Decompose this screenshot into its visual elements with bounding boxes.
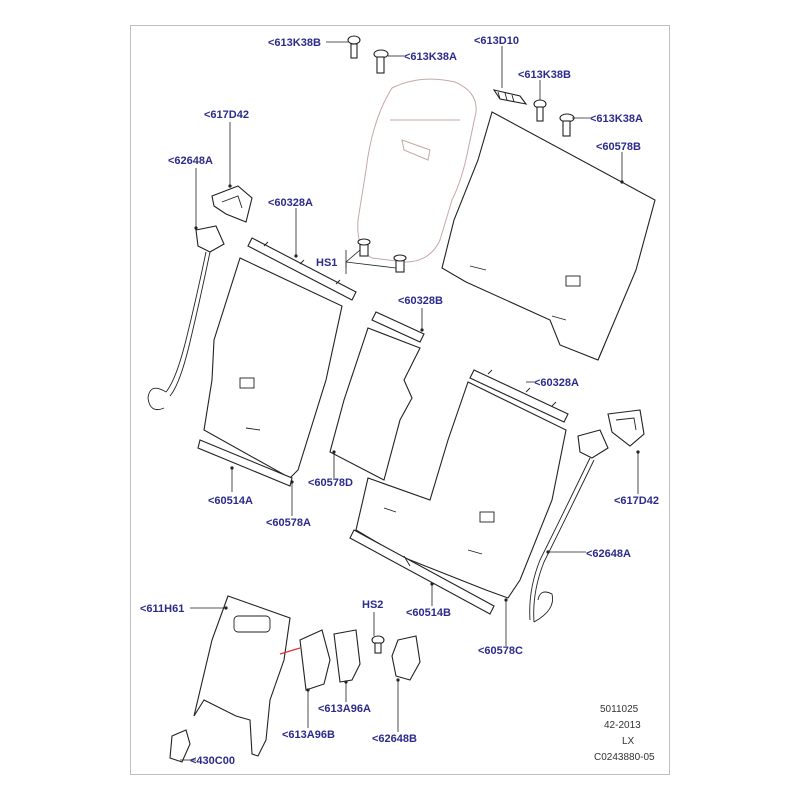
- label-60578C: <60578C: [478, 645, 523, 657]
- ref-number: 5011025: [600, 704, 639, 715]
- latch-cable-62648A-right: [529, 429, 609, 623]
- reference-block: 5011025 42-2013 LX C0243880-05: [594, 704, 655, 763]
- label-62648A-right: <62648A: [586, 548, 631, 560]
- label-613K38A-right: <613K38A: [590, 113, 643, 125]
- label-613K38B-right: <613K38B: [518, 69, 571, 81]
- trim-611H61: [193, 595, 291, 757]
- ref-code: C0243880-05: [594, 752, 655, 763]
- ref-date: 42-2013: [604, 720, 641, 731]
- label-60514B: <60514B: [406, 607, 451, 619]
- label-613D10: <613D10: [474, 35, 519, 47]
- label-613K38B-top: <613K38B: [268, 37, 321, 49]
- label-HS1: HS1: [316, 257, 337, 269]
- part-labels: <613K38B <613K38A <613D10 <613K38B <613K…: [140, 35, 659, 767]
- hs2-bolt: [371, 635, 385, 654]
- cover-613A96A: [333, 629, 361, 683]
- label-62648B: <62648B: [372, 733, 417, 745]
- trim-60514B: [349, 529, 495, 615]
- leader-lines: [180, 41, 640, 761]
- bolt-613K38A-2: [559, 113, 575, 137]
- bracket-617D42-left: [211, 185, 253, 223]
- label-60328A-upper: <60328A: [268, 197, 313, 209]
- rail-60328A-lower: [469, 369, 569, 423]
- panel-60578C: [355, 381, 567, 599]
- panel-60578A: [203, 257, 343, 479]
- ghost-seat-outline: [357, 78, 477, 263]
- rail-60328A-upper: [247, 237, 357, 301]
- label-613A96B: <613A96B: [282, 729, 335, 741]
- bolt-613K38A-1: [373, 49, 389, 74]
- label-60514A: <60514A: [208, 495, 253, 507]
- bolt-613K38B-2: [533, 99, 547, 122]
- trim-60514A: [197, 439, 293, 487]
- label-611H61: <611H61: [140, 603, 184, 615]
- label-617D42-left: <617D42: [204, 109, 249, 121]
- label-60578A: <60578A: [266, 517, 311, 529]
- latch-cable-62648A-left: [147, 225, 225, 411]
- label-62648A-left: <62648A: [168, 155, 213, 167]
- red-indicator: [279, 647, 301, 655]
- label-60578B: <60578B: [596, 141, 641, 153]
- clip-613D10: [492, 89, 528, 105]
- cover-613A96B: [299, 629, 331, 691]
- top-fasteners: [347, 35, 575, 137]
- latch-62648B: [391, 635, 421, 681]
- label-617D42-right: <617D42: [614, 495, 659, 507]
- label-430C00: <430C00: [190, 755, 235, 767]
- clip-430C00: [169, 729, 191, 763]
- panel-60578D: [329, 327, 421, 481]
- label-60328B: <60328B: [398, 295, 443, 307]
- ref-model: LX: [622, 736, 635, 747]
- label-60578D: <60578D: [308, 477, 353, 489]
- label-613K38A-top: <613K38A: [404, 51, 457, 63]
- rail-60328B: [371, 311, 425, 343]
- bolt-613K38B-1: [347, 35, 361, 59]
- panel-60578B: [441, 111, 656, 361]
- label-HS2: HS2: [362, 599, 383, 611]
- label-60328A-lower: <60328A: [534, 377, 579, 389]
- bracket-617D42-right: [607, 409, 645, 447]
- hs1-pins: [357, 238, 407, 273]
- label-613A96A: <613A96A: [318, 703, 371, 715]
